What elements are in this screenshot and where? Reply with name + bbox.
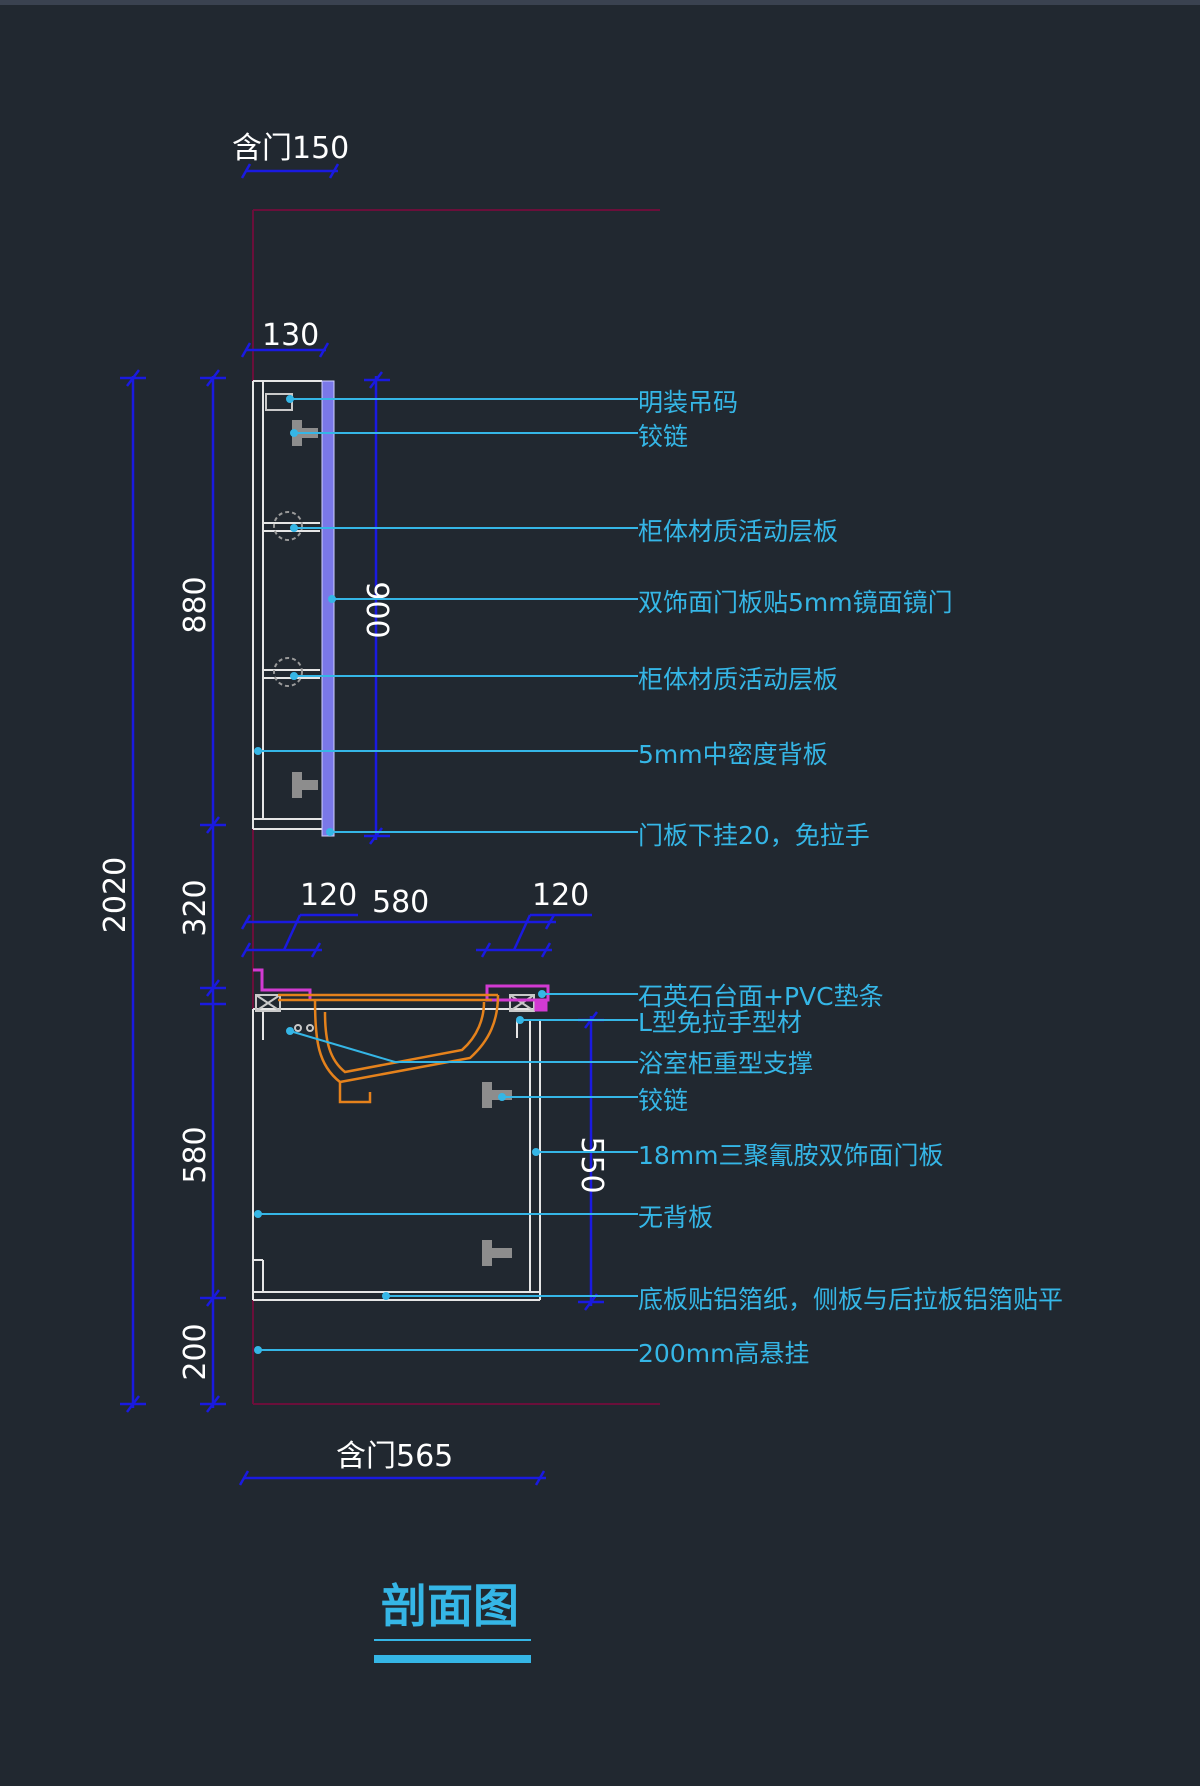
label-shelf-upper: 柜体材质活动层板 — [638, 517, 838, 546]
label-mirror-door: 双饰面门板贴5mm镜面镜门 — [638, 588, 953, 617]
dim-height-880: 880 — [178, 576, 213, 633]
upper-cabinet — [252, 380, 322, 830]
label-no-back-panel: 无背板 — [638, 1203, 713, 1232]
dim-gap-320: 320 — [178, 879, 213, 936]
quartz-countertop — [253, 968, 550, 1012]
vanity-hinges — [482, 1082, 512, 1266]
label-heavy-support: 浴室柜重型支撑 — [638, 1049, 813, 1078]
label-door-overhang: 门板下挂20，免拉手 — [638, 821, 870, 850]
dim-door-150: 含门150 — [232, 131, 349, 166]
dim-door-550: 550 — [574, 1136, 609, 1193]
label-back-panel: 5mm中密度背板 — [638, 740, 828, 769]
dimension-lines — [120, 163, 604, 1486]
dim-height-580: 580 — [178, 1126, 213, 1183]
label-hinge-upper: 铰链 — [638, 422, 688, 451]
wall-lines — [252, 209, 660, 1405]
heavy-support-bracket — [255, 994, 535, 1032]
label-shelf-lower: 柜体材质活动层板 — [638, 665, 838, 694]
leader-lines — [254, 395, 638, 1354]
label-vanity-door: 18mm三聚氰胺双饰面门板 — [638, 1141, 944, 1170]
label-hang-height: 200mm高悬挂 — [638, 1339, 809, 1368]
dim-right-120: 120 — [532, 878, 589, 913]
dim-height-900: 900 — [359, 581, 394, 638]
upper-hinges — [292, 420, 318, 798]
dim-width-580: 580 — [372, 885, 429, 920]
dim-door-565: 含门565 — [336, 1439, 453, 1474]
dim-left-120: 120 — [300, 878, 357, 913]
top-border — [0, 0, 1200, 5]
label-surface-hanger: 明装吊码 — [638, 388, 738, 417]
dim-depth-130: 130 — [262, 318, 319, 353]
label-countertop: 石英石台面+PVC垫条 — [638, 982, 884, 1011]
label-l-profile: L型免拉手型材 — [638, 1008, 802, 1037]
drawing-title: 剖面图 — [381, 1579, 519, 1633]
dim-hang-200: 200 — [178, 1323, 213, 1380]
label-bottom-panel: 底板贴铝箔纸，侧板与后拉板铝箔贴平 — [638, 1285, 1063, 1314]
basin — [278, 993, 500, 1104]
dim-height-2020: 2020 — [98, 857, 133, 933]
label-hinge-lower: 铰链 — [638, 1086, 688, 1115]
mirror-door — [321, 380, 335, 837]
